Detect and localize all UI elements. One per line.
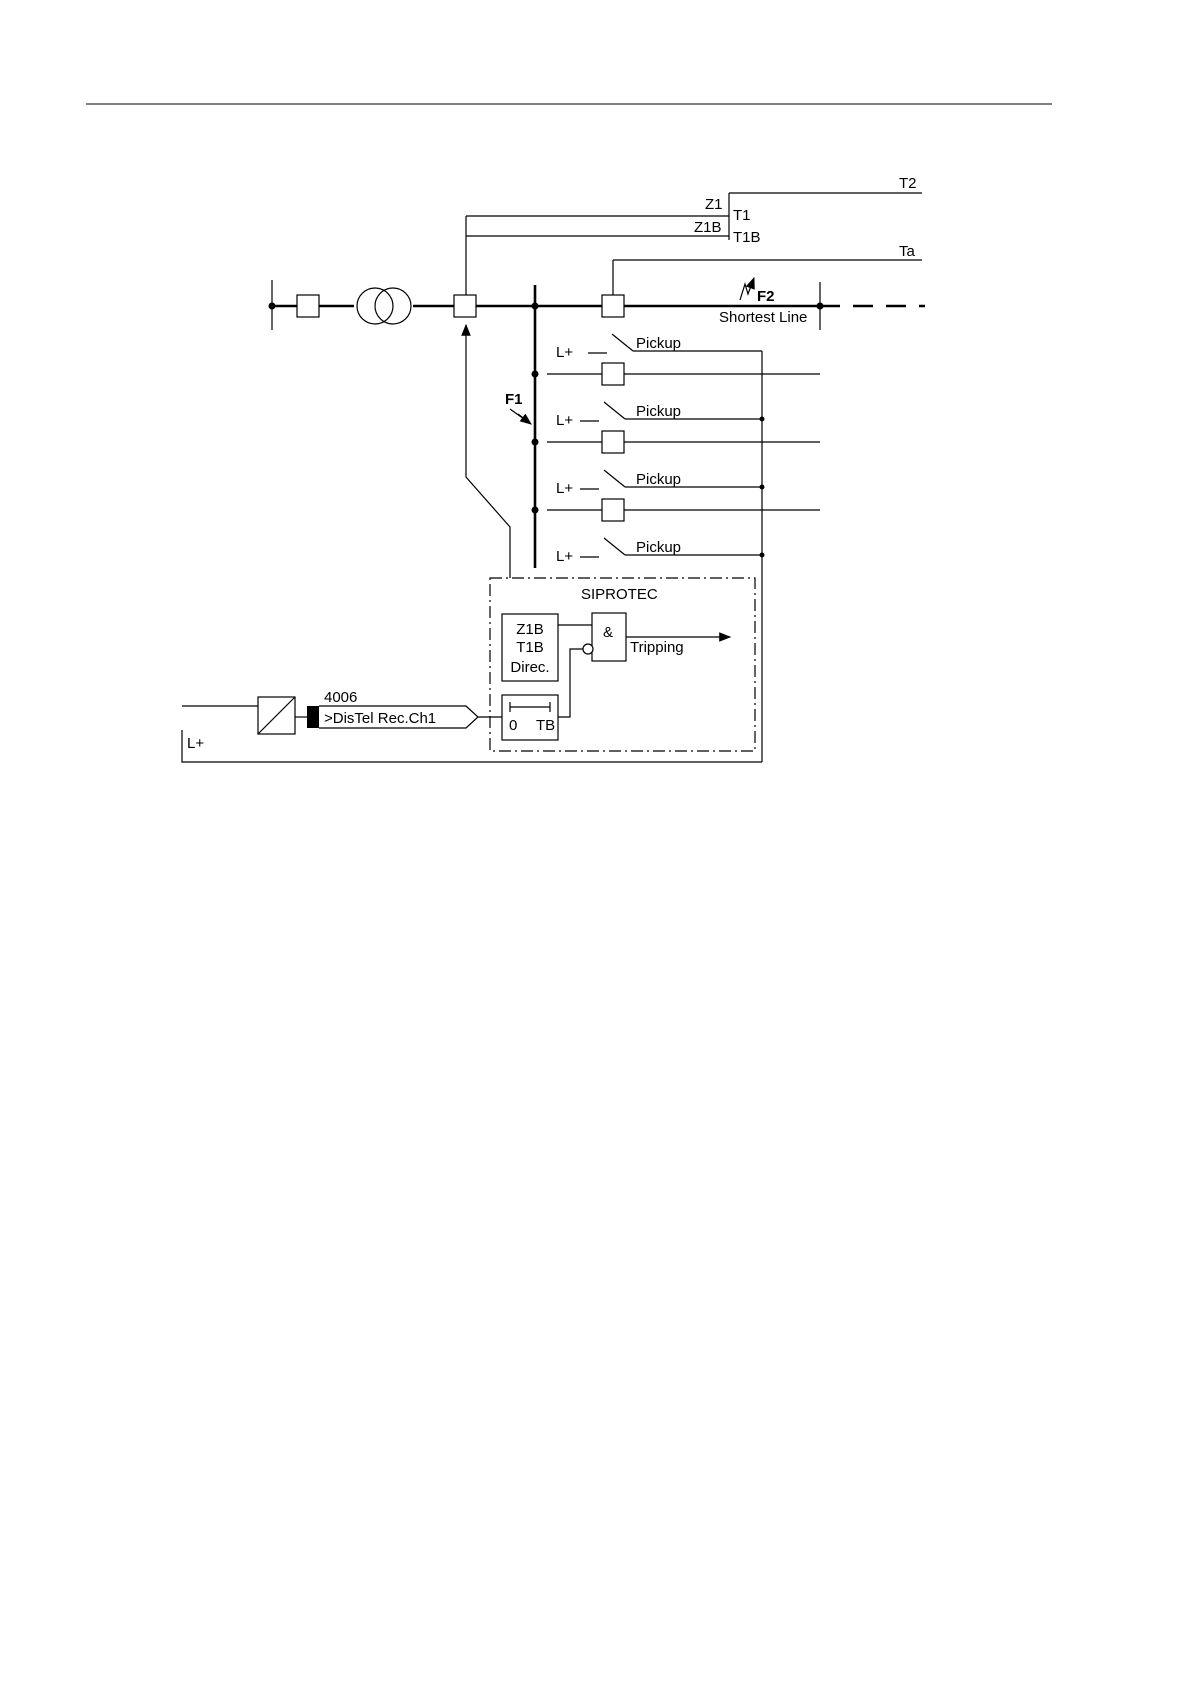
label-tripping: Tripping: [630, 639, 684, 656]
label-shortest-line: Shortest Line: [719, 309, 807, 326]
pickup-lplus-3: L+: [556, 480, 573, 497]
feeder-1-breaker: [602, 363, 624, 385]
zone-t1b-label: T1B: [516, 639, 544, 656]
breaker-3: [602, 295, 624, 317]
breaker-2: [454, 295, 476, 317]
label-f2: F2: [757, 288, 775, 305]
binary-input-marker: [307, 706, 319, 728]
breaker-1: [297, 295, 319, 317]
transformer-symbol: [357, 288, 411, 324]
zone-z1b-label: Z1B: [516, 621, 544, 638]
label-siprotec: SIPROTEC: [581, 586, 658, 603]
pickup-label-4: Pickup: [636, 539, 681, 556]
feeder-2: [532, 439, 821, 446]
and-gate-label: &: [603, 624, 613, 641]
feeder-1: [532, 371, 821, 378]
label-t2: T2: [899, 175, 917, 192]
pickup-label-2: Pickup: [636, 403, 681, 420]
negation-circle: [583, 644, 593, 654]
zone-direc-label: Direc.: [510, 659, 549, 676]
label-lplus-input: L+: [187, 735, 204, 752]
pickup-lplus-4: L+: [556, 548, 573, 565]
measurement-path: [466, 325, 510, 578]
label-f1: F1: [505, 391, 523, 408]
label-z1b: Z1B: [694, 219, 722, 236]
pickup-label-3: Pickup: [636, 471, 681, 488]
fault-f2-icon: [740, 278, 754, 300]
timer-to-and-wire: [558, 649, 583, 717]
label-binary-input: >DisTel Rec.Ch1: [324, 710, 436, 727]
lplus-return-wire: [182, 730, 762, 762]
zone-lines: [466, 193, 922, 295]
pickup-label-1: Pickup: [636, 335, 681, 352]
label-ta: Ta: [899, 243, 916, 260]
feeder-3: [532, 507, 821, 514]
pickup-lplus-1: L+: [556, 344, 573, 361]
feeder-3-breaker: [602, 499, 624, 521]
timer-zero-label: 0: [509, 717, 517, 734]
feeder-2-breaker: [602, 431, 624, 453]
label-z1: Z1: [705, 196, 723, 213]
fault-f1-icon: [510, 409, 531, 424]
label-t1: T1: [733, 207, 751, 224]
pickup-lplus-2: L+: [556, 412, 573, 429]
label-t1b: T1B: [733, 229, 761, 246]
timer-tb-label: TB: [536, 717, 555, 734]
label-address: 4006: [324, 689, 357, 706]
